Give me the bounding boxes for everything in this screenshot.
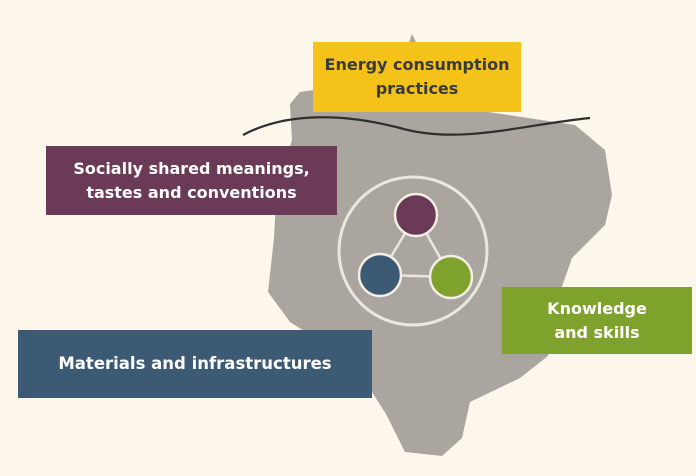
meanings-label: Socially shared meanings, tastes and con… (73, 158, 310, 202)
materials-label: Materials and infrastructures (58, 353, 332, 373)
materials-box: Materials and infrastructures (18, 330, 372, 398)
knowledge-node-circle (428, 254, 474, 300)
knowledge-label: Knowledge and skills (547, 298, 647, 342)
elements-ring (337, 175, 489, 327)
knowledge-box: Knowledge and skills (502, 287, 692, 354)
practice-boundary-line (242, 116, 591, 136)
meanings-node-circle (393, 192, 439, 238)
energy-consumption-label: Energy consumption practices (324, 55, 510, 98)
materials-node-circle (357, 252, 403, 298)
meanings-box: Socially shared meanings, tastes and con… (46, 146, 337, 215)
energy-consumption-box: Energy consumption practices (313, 42, 521, 112)
